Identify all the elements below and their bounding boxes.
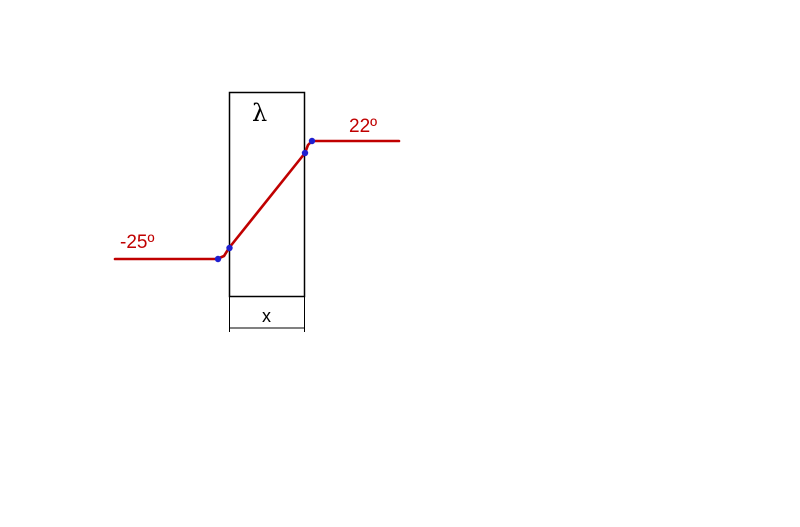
right-temperature-label: 22º	[349, 116, 377, 137]
left-temperature-label: -25º	[120, 232, 154, 253]
wall-slab	[228, 91, 306, 298]
marker-point	[301, 149, 309, 157]
conductivity-symbol: λ	[252, 99, 267, 127]
marker-point	[226, 244, 233, 252]
thickness-label: x	[262, 306, 271, 326]
temperature-profile-line	[113, 139, 401, 261]
marker-point	[214, 255, 222, 263]
marker-point	[308, 137, 316, 145]
